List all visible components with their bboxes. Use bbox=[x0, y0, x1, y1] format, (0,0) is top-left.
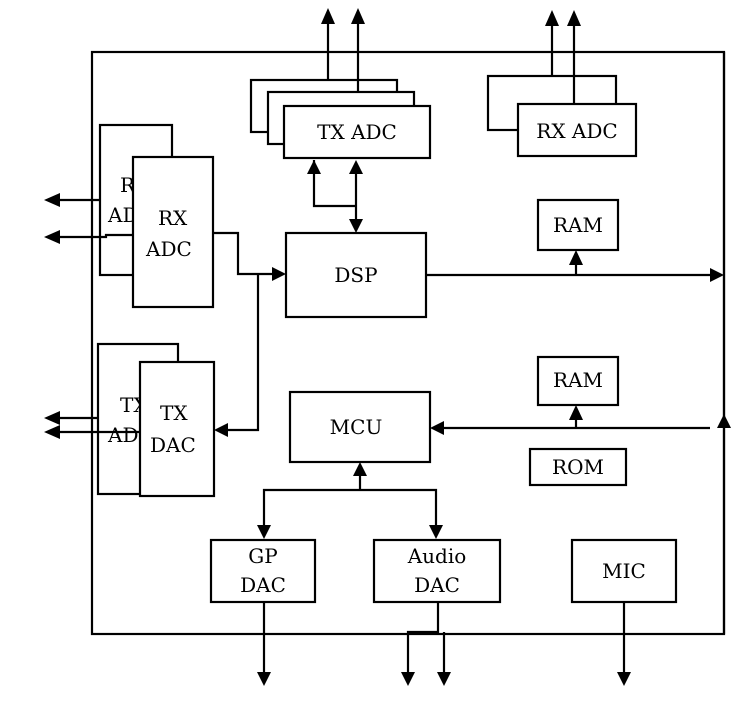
tx-dac-left-block: TX ADC TX DAC bbox=[96, 342, 216, 498]
rx-adc-label: RX ADC bbox=[536, 119, 617, 143]
rx-adc-output-arrow-2 bbox=[567, 10, 581, 26]
rx-adc-left-front-label-2: ADC bbox=[145, 237, 192, 261]
dsp-to-tx-adc-arrow-up bbox=[307, 160, 321, 174]
rx-adc-to-dsp-wire bbox=[213, 231, 272, 276]
dsp-to-tx-adc-wire bbox=[312, 160, 356, 208]
tx-dac-label-1: TX bbox=[160, 401, 188, 425]
ram-lower-label: RAM bbox=[553, 368, 603, 392]
mcu-block: MCU bbox=[288, 390, 432, 464]
ram-lower-block: RAM bbox=[536, 355, 620, 407]
mcu-to-dacs-wire bbox=[262, 476, 438, 527]
mcu-bus-arrow-left bbox=[430, 421, 444, 435]
rom-block: ROM bbox=[528, 447, 628, 487]
rx-adc-left-front-label-1: RX bbox=[158, 206, 188, 230]
tx-adc-dsp-arrow-up bbox=[349, 160, 363, 174]
tx-adc-dsp-arrow-down bbox=[349, 219, 363, 233]
mcu-bus-arrow-up bbox=[717, 414, 731, 428]
tx-adc-label: TX ADC bbox=[317, 120, 397, 144]
dsp-block: DSP bbox=[284, 231, 428, 319]
tx-left-output-arrow-2 bbox=[44, 425, 60, 439]
rx-adc-left-front-box bbox=[131, 155, 215, 309]
dsp-label: DSP bbox=[334, 263, 377, 287]
dsp-to-tx-dac-arrow bbox=[214, 423, 228, 437]
dsp-to-tx-dac-wire bbox=[228, 274, 260, 432]
ram-upper-block: RAM bbox=[536, 198, 620, 252]
mic-output-arrow bbox=[617, 672, 631, 686]
ram-lower-arrow bbox=[569, 405, 583, 420]
gp-dac-output-arrow bbox=[257, 672, 271, 686]
mic-block: MIC bbox=[570, 538, 678, 604]
tx-adc-top-block: TX ADC bbox=[249, 78, 432, 160]
dsp-to-bus-arrow bbox=[710, 268, 724, 282]
rx-adc-output-arrow-1 bbox=[545, 10, 559, 26]
ram-upper-arrow bbox=[569, 250, 583, 265]
audio-dac-output-arrow-1 bbox=[401, 672, 415, 686]
audio-dac-output-arrow-2 bbox=[437, 672, 451, 686]
mcu-input-arrow bbox=[353, 462, 367, 476]
tx-adc-output-arrow-1 bbox=[321, 8, 335, 24]
tx-dac-label-2: DAC bbox=[150, 433, 196, 457]
tx-left-output-arrow-1 bbox=[44, 411, 60, 425]
rx-left-output-wire-2 bbox=[58, 233, 133, 239]
mic-label: MIC bbox=[602, 559, 646, 583]
rx-left-output-arrow-2 bbox=[44, 230, 60, 244]
rx-left-output-arrow-1 bbox=[44, 193, 60, 207]
gp-dac-box bbox=[209, 538, 317, 604]
audio-dac-block: Audio DAC bbox=[372, 538, 502, 604]
gp-dac-label-2: DAC bbox=[240, 573, 286, 597]
ram-lower-box bbox=[536, 355, 620, 407]
mcu-to-gp-dac-arrow bbox=[257, 525, 271, 539]
audio-dac-label-1: Audio bbox=[407, 544, 467, 568]
tx-adc-box bbox=[282, 104, 432, 160]
rom-box bbox=[528, 447, 628, 487]
rom-label: ROM bbox=[552, 455, 604, 479]
audio-dac-output-wire bbox=[406, 602, 446, 672]
tx-adc-output-arrow-2 bbox=[351, 8, 365, 24]
gp-dac-label-1: GP bbox=[248, 544, 277, 568]
audio-dac-box bbox=[372, 538, 502, 604]
rx-adc-to-dsp-arrow bbox=[272, 267, 286, 281]
mcu-label: MCU bbox=[330, 415, 383, 439]
rx-adc-box bbox=[516, 102, 638, 158]
rx-adc-left-block: RX ADC RX ADC bbox=[98, 123, 215, 309]
rx-adc-top-block: RX ADC bbox=[486, 74, 638, 158]
audio-dac-label-2: DAC bbox=[414, 573, 460, 597]
ram-upper-box bbox=[536, 198, 620, 252]
tx-dac-box bbox=[138, 360, 216, 498]
mcu-to-audio-dac-arrow bbox=[429, 525, 443, 539]
gp-dac-block: GP DAC bbox=[209, 538, 317, 604]
ram-upper-label: RAM bbox=[553, 213, 603, 237]
